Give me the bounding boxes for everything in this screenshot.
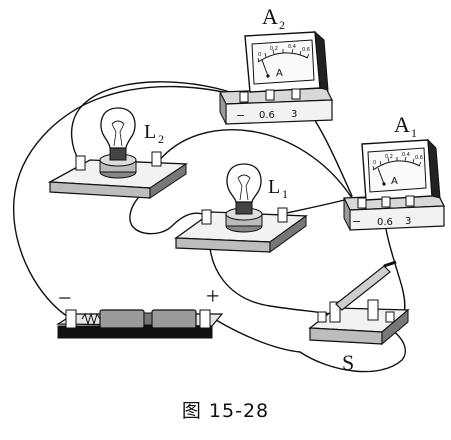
a2-scale-1: 0.2 xyxy=(270,46,278,52)
label-l1: L 1 xyxy=(268,176,288,201)
battery-negative-label: − xyxy=(58,286,72,312)
a2-dial-unit: A xyxy=(276,68,283,79)
a1-scale-0: 0 xyxy=(373,160,376,166)
ammeter-a1: 0 0.2 0.4 0.6 A − 0.6 3 xyxy=(343,138,445,231)
battery xyxy=(55,309,224,339)
wire-l1-to-switch xyxy=(208,225,331,315)
a1-terminal-3: 3 xyxy=(405,216,411,227)
a2-scale-2: 0.4 xyxy=(288,44,296,50)
a2-terminal-neg: − xyxy=(236,109,245,122)
battery-positive-label: + xyxy=(206,284,220,310)
svg-text:L: L xyxy=(144,121,156,143)
a1-scale-1: 0.2 xyxy=(385,154,393,160)
a1-dial-unit: A xyxy=(391,176,398,187)
a1-terminal-neg: − xyxy=(352,215,361,228)
wire-a2-to-l2 xyxy=(71,81,244,163)
label-a2: A 2 xyxy=(262,4,285,32)
switch-s xyxy=(308,260,410,346)
svg-text:2: 2 xyxy=(158,132,164,146)
svg-text:A: A xyxy=(262,4,278,29)
a2-scale-3: 0.6 xyxy=(302,47,310,53)
svg-text:L: L xyxy=(268,176,280,198)
wire-l1-to-a1 xyxy=(281,197,353,215)
a2-terminals xyxy=(239,88,301,103)
a2-terminal-3: 3 xyxy=(291,109,297,120)
lamp-l1 xyxy=(174,163,308,253)
wire-l2-to-a1-long xyxy=(157,129,353,199)
wire-battery-pos-to-switch xyxy=(215,319,301,353)
a1-scale-2: 0.4 xyxy=(402,152,410,158)
wire-battery-neg-loop xyxy=(12,85,244,319)
svg-text:2: 2 xyxy=(279,18,285,32)
wire-switch-loop xyxy=(299,321,406,373)
label-a1: A 1 xyxy=(394,112,417,140)
a1-scale-3: 0.6 xyxy=(415,155,423,161)
svg-text:1: 1 xyxy=(411,126,417,140)
label-l2: L 2 xyxy=(144,121,164,146)
a2-terminal-06: 0.6 xyxy=(259,110,275,121)
svg-text:A: A xyxy=(394,112,410,137)
figure-caption: 图 15-28 xyxy=(181,400,270,422)
a2-scale-0: 0 xyxy=(258,52,261,58)
lamp-l2 xyxy=(47,107,189,199)
svg-text:1: 1 xyxy=(282,187,288,201)
ammeter-a2: 0 0.2 0.4 0.6 A − 0.6 3 xyxy=(219,30,333,125)
a1-terminal-06: 0.6 xyxy=(377,217,393,228)
a1-terminals xyxy=(357,195,415,209)
switch-label: S xyxy=(342,350,354,375)
